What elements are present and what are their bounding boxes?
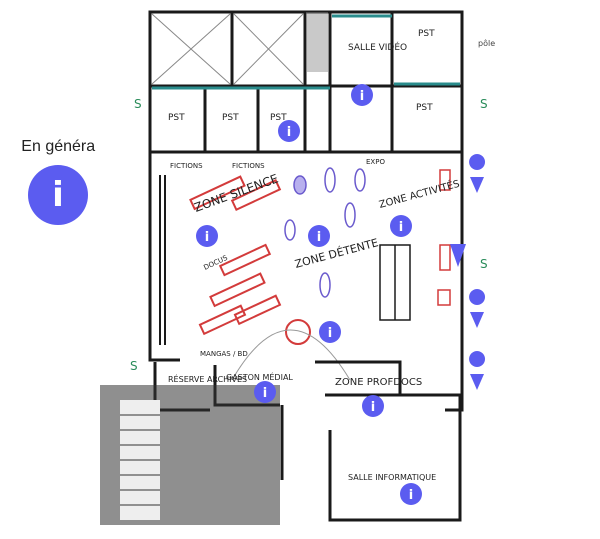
- info-button-profdocs[interactable]: i: [362, 395, 384, 417]
- label-expo: EXPO: [366, 158, 385, 166]
- shelves: [159, 175, 166, 345]
- location-pins[interactable]: [450, 154, 486, 390]
- label-pst-1: PST: [418, 29, 435, 39]
- label-fictions-b: FICTIONS: [232, 162, 265, 170]
- label-salle-info: SALLE INFORMATIQUE: [348, 473, 436, 482]
- label-salle-video: SALLE VIDÉO: [348, 41, 407, 53]
- info-pins[interactable]: i i i i i i i i i: [196, 84, 422, 505]
- general-label: En général: [21, 138, 99, 155]
- info-button-zone-silence[interactable]: i: [196, 225, 218, 247]
- svg-text:i: i: [263, 386, 267, 401]
- info-button-salle-info[interactable]: i: [400, 483, 422, 505]
- floor-plan: SALLE VIDÉO PST PST PST PST PST pôle FIC…: [96, 0, 516, 534]
- pin-icon[interactable]: [469, 351, 486, 390]
- green-marks: S S S S: [130, 97, 488, 373]
- info-button-pst[interactable]: i: [278, 120, 300, 142]
- info-button-salle-video[interactable]: i: [351, 84, 373, 106]
- info-icon: i: [52, 175, 64, 215]
- pin-icon[interactable]: [450, 244, 466, 267]
- info-button-zone-detente[interactable]: i: [308, 225, 330, 247]
- label-pole: pôle: [478, 38, 495, 48]
- info-button-gaston[interactable]: i: [254, 381, 276, 403]
- main-hall: [148, 150, 464, 412]
- curve-desk: [231, 329, 351, 381]
- svg-text:S: S: [480, 97, 488, 111]
- red-tables: [189, 175, 282, 336]
- svg-text:i: i: [399, 220, 403, 235]
- stair-steps: [120, 414, 160, 506]
- label-mangas: MANGAS / BD: [200, 350, 248, 358]
- info-button-round-table[interactable]: i: [319, 321, 341, 343]
- svg-text:i: i: [328, 326, 332, 341]
- svg-text:S: S: [130, 359, 138, 373]
- svg-text:S: S: [134, 97, 142, 111]
- corridor-hatch: [306, 12, 328, 72]
- pin-icon[interactable]: [469, 154, 486, 193]
- round-table: [285, 319, 311, 345]
- info-button-zone-activites[interactable]: i: [390, 215, 412, 237]
- label-reserve: RÉSERVE ARCHIVES: [168, 373, 247, 384]
- general-info-button[interactable]: i: [28, 165, 88, 225]
- pin-icon[interactable]: [469, 289, 486, 328]
- label-fictions-a: FICTIONS: [170, 162, 203, 170]
- svg-text:i: i: [287, 125, 291, 140]
- label-pst-2: PST: [416, 103, 433, 113]
- svg-text:i: i: [371, 400, 375, 415]
- poufs: [284, 167, 366, 298]
- activity-table: [379, 244, 411, 321]
- svg-text:i: i: [205, 230, 209, 245]
- top-rooms: [148, 10, 464, 154]
- label-zone-profdocs: ZONE PROFDOCS: [335, 377, 422, 388]
- svg-text:i: i: [360, 89, 364, 104]
- label-pst-3: PST: [168, 113, 185, 123]
- teal-walls: [152, 14, 460, 90]
- svg-text:S: S: [480, 257, 488, 271]
- activity-furniture: [437, 169, 451, 306]
- svg-text:i: i: [317, 230, 321, 245]
- label-pst-5: PST: [270, 113, 287, 123]
- label-gaston: GASTON MÉDIAL: [226, 371, 293, 382]
- label-pst-4: PST: [222, 113, 239, 123]
- svg-text:i: i: [409, 488, 413, 503]
- sidebar: En général i: [0, 0, 120, 534]
